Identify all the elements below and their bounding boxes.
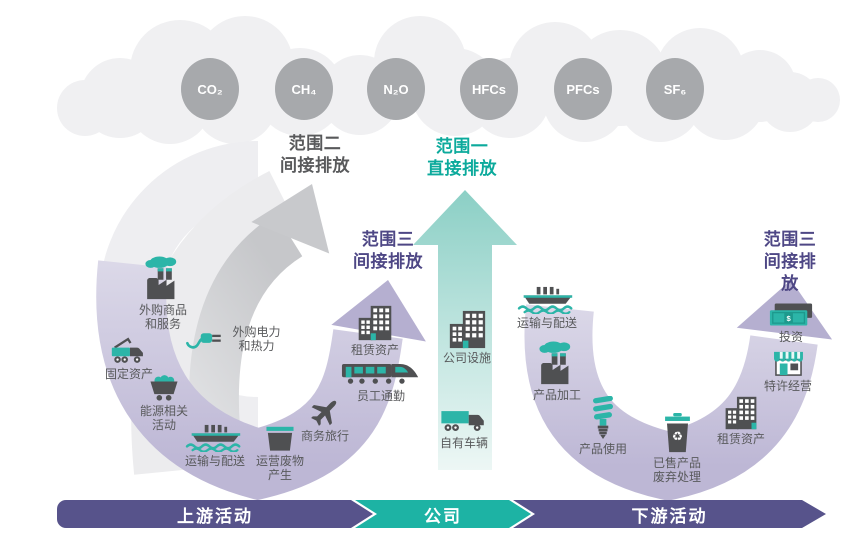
storefront-icon	[773, 351, 803, 376]
activity-label: 自有车辆	[439, 436, 488, 450]
activity-label: 租赁资产	[350, 343, 400, 357]
svg-text:♻: ♻	[671, 430, 682, 444]
activity-label: 产品使用	[578, 442, 628, 456]
activity-label: 外购商品 和服务	[138, 303, 188, 332]
bottom-bar-downstream: 下游活动	[513, 500, 826, 528]
activity-label: 租赁资产	[716, 432, 766, 446]
gas-badge-hfcs: HFCs	[460, 58, 518, 120]
ship-icon	[517, 286, 573, 314]
activity-product-processing: 产品加工	[533, 340, 581, 402]
activity-leased-assets-upstream: 租赁资产	[351, 305, 399, 357]
activity-business-travel: 商务旅行	[301, 396, 349, 443]
activity-investments: $ 投资	[768, 302, 814, 344]
crane-truck-icon	[111, 337, 143, 363]
activity-label: 固定资产	[104, 367, 154, 381]
bottom-bar-upstream-label: 上游活动	[177, 506, 253, 526]
svg-text:$: $	[786, 314, 791, 323]
gas-badge-co2: CO₂	[181, 58, 239, 120]
activity-fuel-energy: 能源相关 活动	[140, 374, 188, 432]
bottom-bar-company: 公司	[355, 500, 531, 528]
activity-label: 能源相关 活动	[139, 404, 189, 433]
clouds	[57, 16, 840, 144]
buildings-icon	[725, 396, 757, 430]
buildings-icon	[358, 305, 392, 341]
cfl-bulb-icon	[592, 396, 613, 440]
activity-label: 已售产品 废弃处理	[652, 456, 702, 485]
activity-label: 外购电力 和热力	[232, 325, 281, 354]
gas-label: CH₄	[291, 81, 317, 97]
scope3-left-title: 范围三 间接排放	[353, 230, 423, 272]
activity-label: 公司设施	[442, 351, 492, 365]
plug-icon	[186, 332, 221, 349]
mine-cart-icon	[150, 375, 178, 401]
activity-purchased-goods-services: 外购商品 和服务	[139, 255, 187, 331]
activity-label: 商务旅行	[300, 429, 350, 443]
recycle-bin-icon: ♻	[664, 412, 690, 453]
activity-label: 运输与配送	[516, 316, 577, 330]
activity-company-vehicles: 自有车辆	[440, 408, 489, 450]
plane-icon	[310, 400, 336, 426]
scope3-right-title: 范围三 间接排放	[763, 230, 817, 294]
dumpster-icon	[266, 426, 294, 451]
activity-capital-goods: 固定资产	[105, 336, 153, 381]
gas-badge-sf6: SF₆	[646, 58, 704, 120]
activity-company-facilities: 公司设施	[443, 310, 491, 365]
activity-transport-distribution-downstream: 运输与配送	[516, 286, 578, 330]
gas-label: SF₆	[663, 81, 687, 97]
activity-sold-product-disposal: ♻ 已售产品 废弃处理	[653, 412, 701, 484]
train-icon	[341, 363, 419, 384]
bottom-bar-company-label: 公司	[424, 506, 462, 526]
bottom-bar-downstream-label: 下游活动	[631, 506, 708, 526]
gas-label: HFCs	[472, 81, 506, 97]
gas-label: PFCs	[566, 81, 600, 97]
bottom-bar-upstream: 上游活动	[57, 500, 373, 528]
truck-icon	[441, 411, 484, 431]
buildings-icon	[449, 310, 485, 349]
gas-badge-ch4: CH₄	[275, 58, 333, 120]
gas-badge-n2o: N₂O	[367, 58, 425, 120]
factory-icon	[539, 341, 571, 385]
activity-purchased-electricity-heat: 外购电力 和热力	[185, 325, 281, 354]
activity-leased-assets-downstream: 租赁资产	[717, 396, 765, 446]
gas-badge-pfcs: PFCs	[554, 58, 612, 120]
activity-label: 特许经营	[763, 379, 813, 393]
activity-label: 运输与配送	[184, 454, 245, 468]
gas-label: CO₂	[197, 81, 223, 97]
activity-label: 员工通勤	[356, 389, 405, 403]
gas-label: N₂O	[383, 81, 409, 97]
money-icon: $	[769, 303, 813, 326]
factory-icon	[145, 256, 177, 300]
activity-transport-distribution-upstream: 运输与配送	[184, 424, 246, 468]
ship-icon	[185, 424, 241, 452]
activity-employee-commuting: 员工通勤	[341, 360, 421, 403]
activity-label: 投资	[778, 330, 803, 344]
scope2-title: 范围二 间接排放	[280, 134, 350, 176]
activity-label: 运营废物 产生	[255, 454, 305, 483]
activity-franchises: 特许经营	[764, 350, 812, 393]
activity-product-use: 产品使用	[579, 396, 627, 456]
activity-operational-waste: 运营废物 产生	[256, 424, 304, 482]
scope1-title: 范围一 直接排放	[427, 137, 497, 179]
activity-label: 产品加工	[532, 388, 582, 402]
